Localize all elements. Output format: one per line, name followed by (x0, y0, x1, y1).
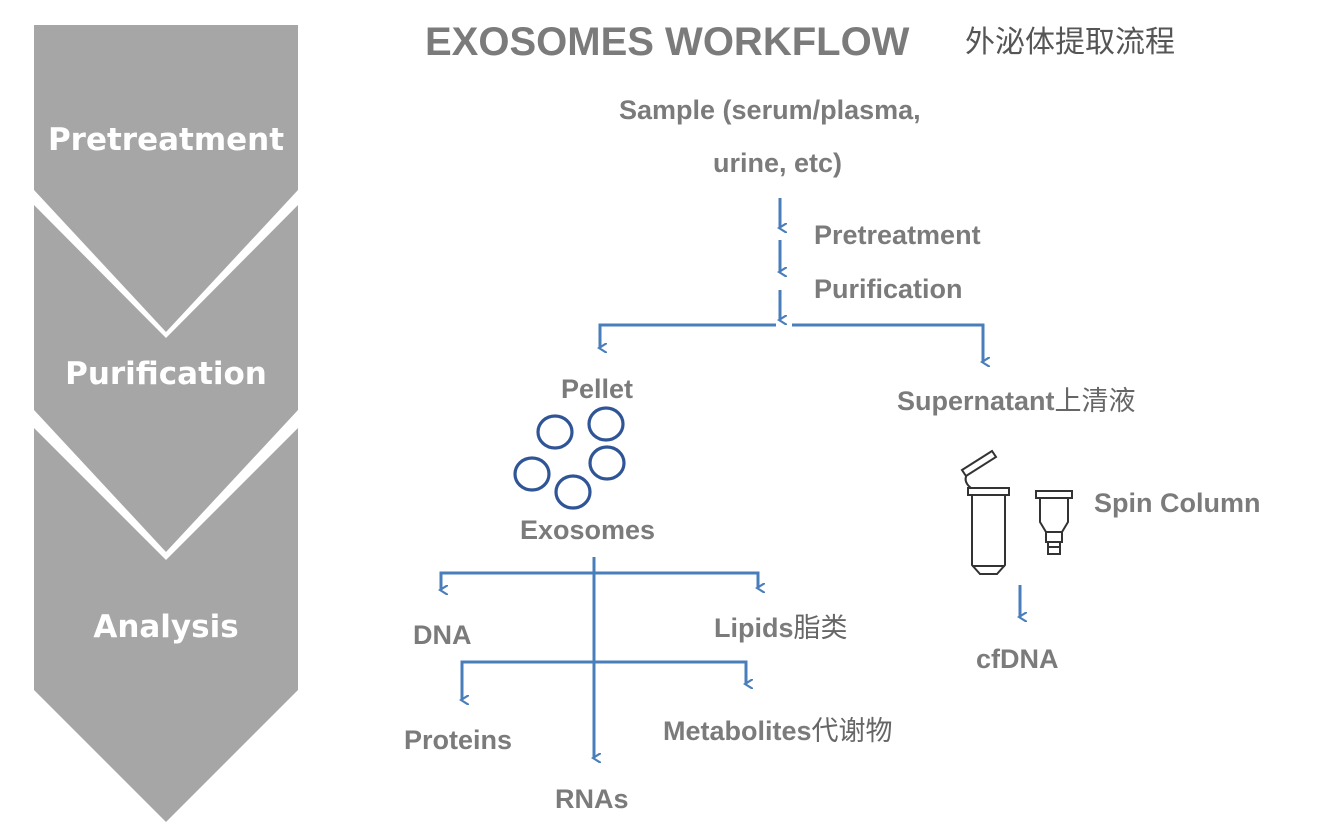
diagram-title-chinese: 外泌体提取流程 (965, 25, 1175, 60)
step-purification-label: Purification (814, 274, 963, 304)
exosomes-label: Exosomes (520, 515, 656, 545)
centrifuge-tube-icon (960, 449, 1010, 575)
supernatant-text: Supernatant (897, 386, 1055, 416)
branch-to-proteins (462, 660, 594, 700)
sample-label-line2: urine, etc) (713, 148, 843, 178)
vesicle (513, 456, 551, 492)
supernatant-label: Supernatant上清液 (897, 386, 1136, 417)
vesicle (536, 414, 574, 450)
branch-to-lipids (594, 571, 758, 588)
dna-label: DNA (413, 620, 472, 650)
stage-label-purification: Purification (65, 356, 267, 392)
branch-to-pellet (600, 323, 776, 348)
spin-column-label: Spin Column (1094, 488, 1261, 518)
vesicle (587, 406, 625, 442)
pellet-label: Pellet (561, 374, 634, 404)
metabolites-label: Metabolites代谢物 (663, 716, 893, 747)
diagram-title: EXOSOMES WORKFLOW (425, 20, 910, 64)
supernatant-chinese: 上清液 (1054, 386, 1136, 417)
lipids-label: Lipids脂类 (714, 613, 848, 644)
proteins-label: Proteins (404, 725, 513, 755)
metabolites-chinese: 代谢物 (811, 716, 893, 747)
stage-chevron-purification (34, 205, 298, 552)
lipids-chinese: 脂类 (793, 613, 848, 644)
vesicle (554, 474, 592, 510)
branch-to-metabolites (594, 660, 746, 684)
stage-label-pretreatment: Pretreatment (47, 122, 285, 158)
metabolites-text: Metabolites (663, 716, 812, 746)
branch-to-dna (441, 571, 594, 590)
lipids-text: Lipids (714, 613, 794, 643)
spin-column-icon (1035, 490, 1073, 555)
sample-label-line1: Sample (serum/plasma, (619, 95, 921, 125)
stage-label-analysis: Analysis (93, 609, 239, 645)
stage-chevron-analysis (34, 428, 298, 822)
rnas-label: RNAs (555, 784, 629, 814)
branch-to-supernatant (792, 323, 983, 362)
stage-chevron-pretreatment (34, 25, 298, 332)
step-pretreatment-label: Pretreatment (814, 220, 981, 250)
exosome-vesicles (513, 406, 626, 510)
vesicle (588, 445, 626, 481)
cfdna-label: cfDNA (976, 644, 1059, 674)
